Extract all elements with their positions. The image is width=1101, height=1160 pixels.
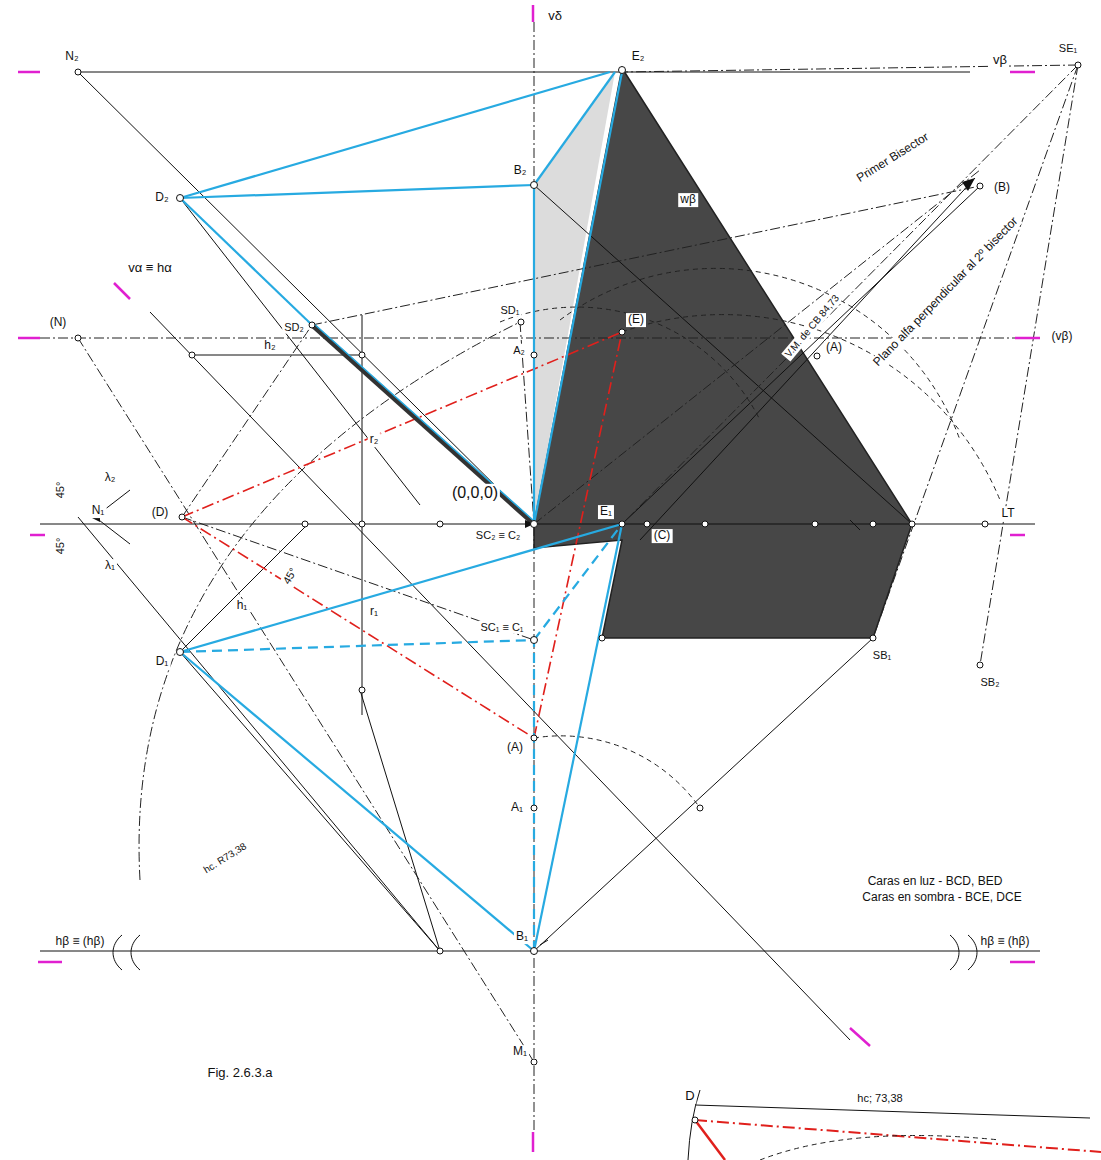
- point-label: B₁: [514, 930, 530, 944]
- trace-label: wβ: [678, 193, 698, 207]
- radius-label: hc; 73,38: [855, 1092, 904, 1105]
- point-label: D₂: [153, 191, 170, 205]
- point-label: SC₁ ≡ C₁: [478, 621, 525, 634]
- angle-label: 45°: [279, 564, 300, 588]
- origin-label: (0,0,0): [450, 484, 500, 502]
- point-label: N₁: [90, 504, 107, 518]
- point-label: D₁: [154, 655, 171, 669]
- point-label: SD₁: [499, 304, 522, 317]
- point-label: (A): [824, 341, 844, 355]
- angle-label: λ₂: [103, 471, 118, 485]
- point-label: (N): [48, 316, 69, 330]
- line-label: h₁: [235, 599, 250, 613]
- ground-line-label: LT: [999, 507, 1016, 521]
- angle-label: 45°: [54, 480, 67, 501]
- trace-label: (vβ): [1050, 330, 1075, 344]
- point-label: (B): [992, 181, 1012, 195]
- point-label: B₂: [512, 164, 529, 178]
- line-label: h₂: [262, 339, 277, 353]
- radius-label: hc. R73,38: [200, 839, 251, 877]
- line-label: r₂: [368, 433, 381, 447]
- line-label: Primer Bisector: [853, 129, 933, 186]
- trace-label: vδ: [546, 9, 564, 24]
- point-label: (C): [652, 529, 673, 543]
- trace-label: vα ≡ hα: [126, 261, 174, 276]
- point-label: SC₂ ≡ C₂: [474, 529, 522, 542]
- note-text: Caras en luz - BCD, BED: [866, 875, 1005, 889]
- line-label: r₁: [368, 605, 380, 619]
- point-label: D: [683, 1089, 696, 1104]
- point-label: SD₂: [282, 321, 306, 334]
- point-label: E₂: [630, 50, 647, 64]
- note-text: Caras en sombra - BCE, DCE: [860, 891, 1023, 905]
- angle-label: 45°: [54, 536, 67, 557]
- point-label: (D): [150, 506, 171, 520]
- figure-caption: Fig. 2.6.3.a: [205, 1066, 274, 1081]
- point-label: N₂: [63, 50, 80, 64]
- point-label: SE₁: [1057, 42, 1079, 55]
- point-label: (E): [626, 313, 646, 327]
- point-label: M₁: [511, 1045, 529, 1059]
- point-label: SB₂: [979, 676, 1002, 689]
- trace-label: hβ ≡ (hβ): [54, 935, 107, 949]
- plane-label: Plano alfa perpendicular al 2º bisector: [870, 213, 1023, 371]
- point-label: SB₁: [871, 649, 893, 662]
- trace-label: hβ ≡ (hβ): [979, 935, 1032, 949]
- point-label: E₁: [598, 505, 614, 519]
- point-label: (A): [505, 741, 525, 755]
- point-label: A₂: [511, 344, 527, 357]
- angle-label: λ₁: [103, 559, 117, 573]
- trace-label: vβ: [991, 53, 1009, 68]
- point-label: A₁: [509, 801, 525, 815]
